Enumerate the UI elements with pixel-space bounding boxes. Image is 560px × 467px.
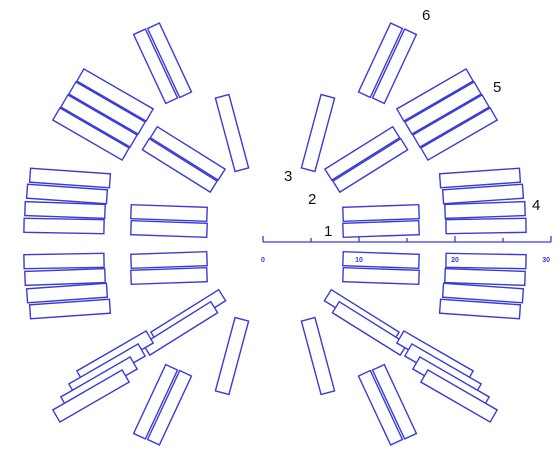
coil-block	[441, 282, 525, 304]
coil-block	[444, 267, 526, 287]
coil-block	[149, 125, 227, 182]
coil-block	[24, 267, 106, 287]
ring-6-blocks	[132, 22, 193, 446]
coil-block	[67, 80, 147, 136]
coil-block	[75, 67, 155, 123]
callout-ring-3: 3	[284, 168, 292, 185]
coil-block	[357, 369, 404, 446]
callout-ring-1: 1	[324, 223, 332, 240]
coil-block	[419, 368, 499, 424]
coil-block	[132, 363, 179, 440]
ring-1-blocks	[130, 203, 208, 286]
scale-tick-label-30: 30	[542, 257, 550, 264]
coil-block	[24, 200, 106, 220]
coil-block	[146, 369, 193, 446]
coil-block	[146, 22, 193, 99]
callout-ring-4: 4	[532, 197, 540, 214]
ring-3-blocks	[214, 93, 250, 396]
coil-block	[28, 298, 112, 320]
coil-block	[419, 106, 499, 162]
coil-block	[411, 93, 491, 149]
coil-block	[28, 167, 112, 189]
coil-block	[342, 250, 420, 270]
left-coil-set	[23, 22, 250, 446]
coil-block	[23, 252, 105, 270]
coil-block	[214, 316, 250, 396]
ring-1-blocks	[342, 203, 420, 286]
coil-block	[403, 80, 483, 136]
scale-bar: 0 10 20 30	[261, 236, 552, 264]
coil-block	[342, 219, 420, 239]
ring-4-blocks	[438, 167, 527, 320]
coil-block	[51, 106, 131, 162]
ring-6-blocks	[357, 22, 418, 446]
coil-block	[25, 183, 109, 205]
callout-ring-6: 6	[422, 7, 430, 24]
coil-block	[438, 298, 522, 320]
coil-block	[23, 217, 105, 235]
ring-2-blocks	[323, 125, 409, 357]
coil-block	[357, 22, 404, 99]
coil-block	[132, 28, 179, 105]
coil-block	[445, 217, 527, 235]
right-coil-set	[300, 22, 527, 446]
coil-block	[130, 250, 208, 270]
coil-block	[371, 28, 418, 105]
scale-tick-label-20: 20	[451, 257, 459, 264]
ring-3-blocks	[300, 93, 336, 396]
ring-callouts: 1 2 3 4 5 6	[284, 7, 540, 240]
coil-block	[331, 300, 409, 357]
coil-block	[25, 282, 109, 304]
coil-block	[130, 266, 208, 286]
coil-block	[323, 125, 401, 182]
coil-block	[342, 203, 420, 223]
coil-block	[441, 183, 525, 205]
coil-block	[300, 316, 336, 396]
coil-block	[51, 368, 131, 424]
ring-5-blocks	[51, 67, 155, 424]
coil-block	[214, 93, 250, 173]
coil-block	[130, 219, 208, 239]
callout-ring-2: 2	[308, 191, 316, 208]
coil-block	[444, 200, 526, 220]
ring-2-blocks	[141, 125, 227, 357]
scale-tick-label-10: 10	[355, 257, 363, 264]
coil-block	[438, 167, 522, 189]
coil-block	[331, 137, 409, 194]
callout-ring-5: 5	[493, 79, 501, 96]
coil-block	[141, 300, 219, 357]
coil-block	[395, 67, 475, 123]
coil-block	[445, 252, 527, 270]
ring-5-blocks	[395, 67, 499, 424]
coil-block	[130, 203, 208, 223]
coil-block	[300, 93, 336, 173]
coil-block	[342, 266, 420, 286]
scale-tick-label-0: 0	[261, 257, 265, 264]
ring-4-blocks	[23, 167, 112, 320]
coil-block	[141, 137, 219, 194]
coil-block	[371, 363, 418, 440]
coil-block	[59, 93, 139, 149]
